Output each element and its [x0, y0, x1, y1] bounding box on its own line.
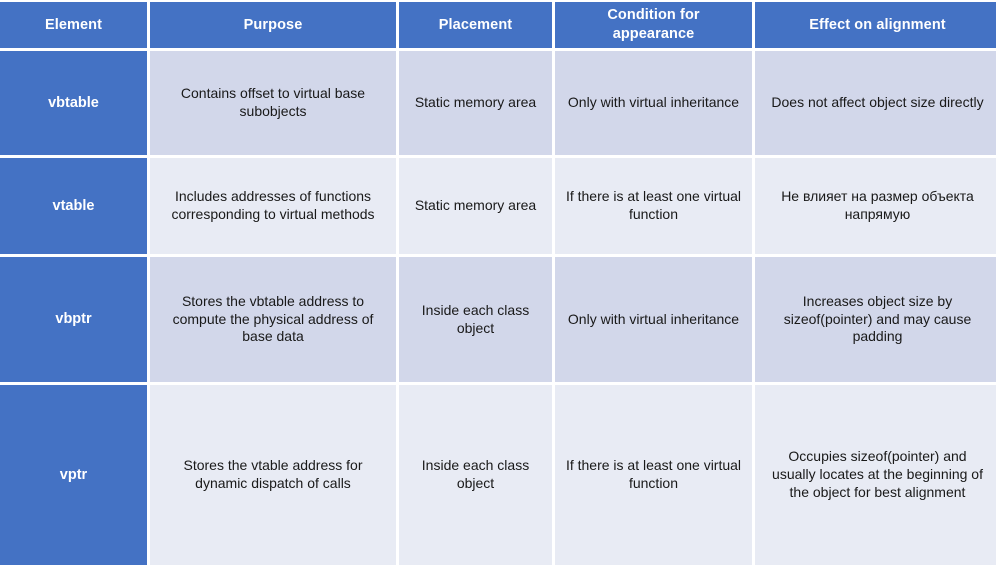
- column-header-effect: Effect on alignment: [755, 2, 996, 48]
- column-header-purpose: Purpose: [150, 2, 396, 48]
- cell-effect: Does not affect object size directly: [755, 51, 996, 155]
- cell-placement: Static memory area: [399, 51, 552, 155]
- column-header-element: Element: [0, 2, 147, 48]
- cell-purpose: Contains offset to virtual base subobjec…: [150, 51, 396, 155]
- cell-purpose: Stores the vtable address for dynamic di…: [150, 385, 396, 565]
- column-header-placement: Placement: [399, 2, 552, 48]
- cell-effect: Не влияет на размер объекта напрямую: [755, 158, 996, 254]
- cell-element: vptr: [0, 385, 147, 565]
- table-row: vbptr Stores the vbtable address to comp…: [0, 257, 996, 382]
- cell-condition: If there is at least one virtual functio…: [555, 385, 752, 565]
- cell-placement: Static memory area: [399, 158, 552, 254]
- cell-condition: Only with virtual inheritance: [555, 51, 752, 155]
- table-header-row: Element Purpose Placement Condition for …: [0, 2, 996, 48]
- cell-element: vbtable: [0, 51, 147, 155]
- column-header-condition: Condition for appearance: [555, 2, 752, 48]
- cell-effect: Occupies sizeof(pointer) and usually loc…: [755, 385, 996, 565]
- cell-placement: Inside each class object: [399, 257, 552, 382]
- cell-placement: Inside each class object: [399, 385, 552, 565]
- cell-condition: If there is at least one virtual functio…: [555, 158, 752, 254]
- cell-effect: Increases object size by sizeof(pointer)…: [755, 257, 996, 382]
- table-row: vtable Includes addresses of functions c…: [0, 158, 996, 254]
- table-row: vptr Stores the vtable address for dynam…: [0, 385, 996, 565]
- cell-purpose: Stores the vbtable address to compute th…: [150, 257, 396, 382]
- cell-condition: Only with virtual inheritance: [555, 257, 752, 382]
- cell-purpose: Includes addresses of functions correspo…: [150, 158, 396, 254]
- cell-element: vbptr: [0, 257, 147, 382]
- table-row: vbtable Contains offset to virtual base …: [0, 51, 996, 155]
- cell-element: vtable: [0, 158, 147, 254]
